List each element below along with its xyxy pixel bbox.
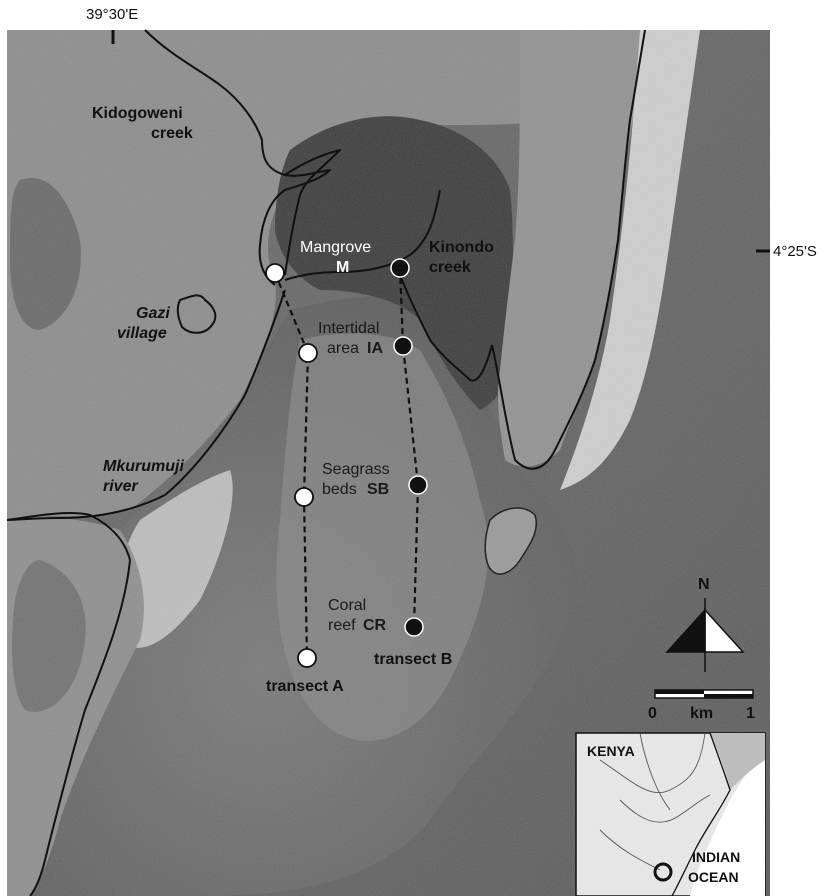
mkurumuji-label-2: river [103, 478, 138, 495]
station-b-mangrove[interactable] [390, 258, 410, 278]
inset-coast [671, 732, 731, 896]
latitude-label: 4°25'S [773, 243, 817, 260]
west-shore [6, 289, 286, 521]
scale-bar [654, 689, 754, 699]
seagrass-code: SB [367, 481, 390, 498]
station-a-coral[interactable] [297, 648, 317, 668]
intertidal-label-1: Intertidal [318, 320, 380, 337]
station-a-intertidal[interactable] [298, 343, 318, 363]
inset-ocean-label-2: OCEAN [688, 869, 739, 885]
coral-label-1: Coral [328, 597, 367, 614]
inset-ocean-label-1: INDIAN [692, 849, 741, 865]
seagrass-label-2: beds [322, 481, 357, 498]
transect-b [390, 258, 428, 637]
inset-country-label: KENYA [587, 743, 635, 759]
station-b-seagrass[interactable] [408, 475, 428, 495]
kidogoweni-creek-line-2 [284, 149, 341, 276]
transect-a-label: transect A [266, 678, 344, 695]
mkurumuji-label-1: Mkurumuji [103, 458, 184, 475]
mangrove-edge [399, 274, 493, 382]
gazi-village-outline [176, 294, 217, 334]
north-arrow-icon [665, 598, 745, 672]
station-a-seagrass[interactable] [294, 487, 314, 507]
kidogoweni-label-2: creek [151, 125, 193, 142]
kinondo-label-1: Kinondo [429, 239, 494, 256]
longitude-label: 39°30'E [86, 6, 139, 23]
mangrove-label: Mangrove [300, 239, 372, 256]
gazi-label-2: village [117, 325, 167, 342]
coral-code: CR [363, 617, 387, 634]
intertidal-label-2: area [327, 340, 360, 357]
seagrass-label-1: Seagrass [322, 461, 390, 478]
scale-unit: km [690, 705, 714, 722]
scale-one: 1 [746, 705, 755, 722]
station-b-coral[interactable] [404, 617, 424, 637]
east-shore [491, 29, 646, 470]
inset-ocean [690, 750, 765, 896]
kidogoweni-label-1: Kidogoweni [92, 105, 183, 122]
mangrove-code: M [336, 259, 350, 276]
gazi-label-1: Gazi [136, 305, 170, 322]
north-label: N [698, 576, 710, 593]
scale-zero: 0 [648, 705, 657, 722]
inset-map [575, 732, 766, 896]
mkurumuji-river [6, 511, 131, 561]
kinondo-creek-line [284, 189, 441, 281]
kinondo-label-2: creek [429, 259, 471, 276]
transect-a-line [273, 272, 310, 659]
coral-label-2: reef [328, 617, 356, 634]
station-a-mangrove[interactable] [265, 263, 285, 283]
inset-ocean-2 [710, 733, 765, 790]
transect-a [265, 263, 318, 668]
kidogoweni-creek-line [144, 29, 331, 286]
station-b-intertidal[interactable] [393, 336, 413, 356]
intertidal-code: IA [367, 340, 383, 357]
transect-b-label: transect B [374, 651, 453, 668]
coastlines [6, 29, 646, 896]
southwest-shore [29, 559, 131, 896]
study-site-marker [653, 862, 673, 882]
